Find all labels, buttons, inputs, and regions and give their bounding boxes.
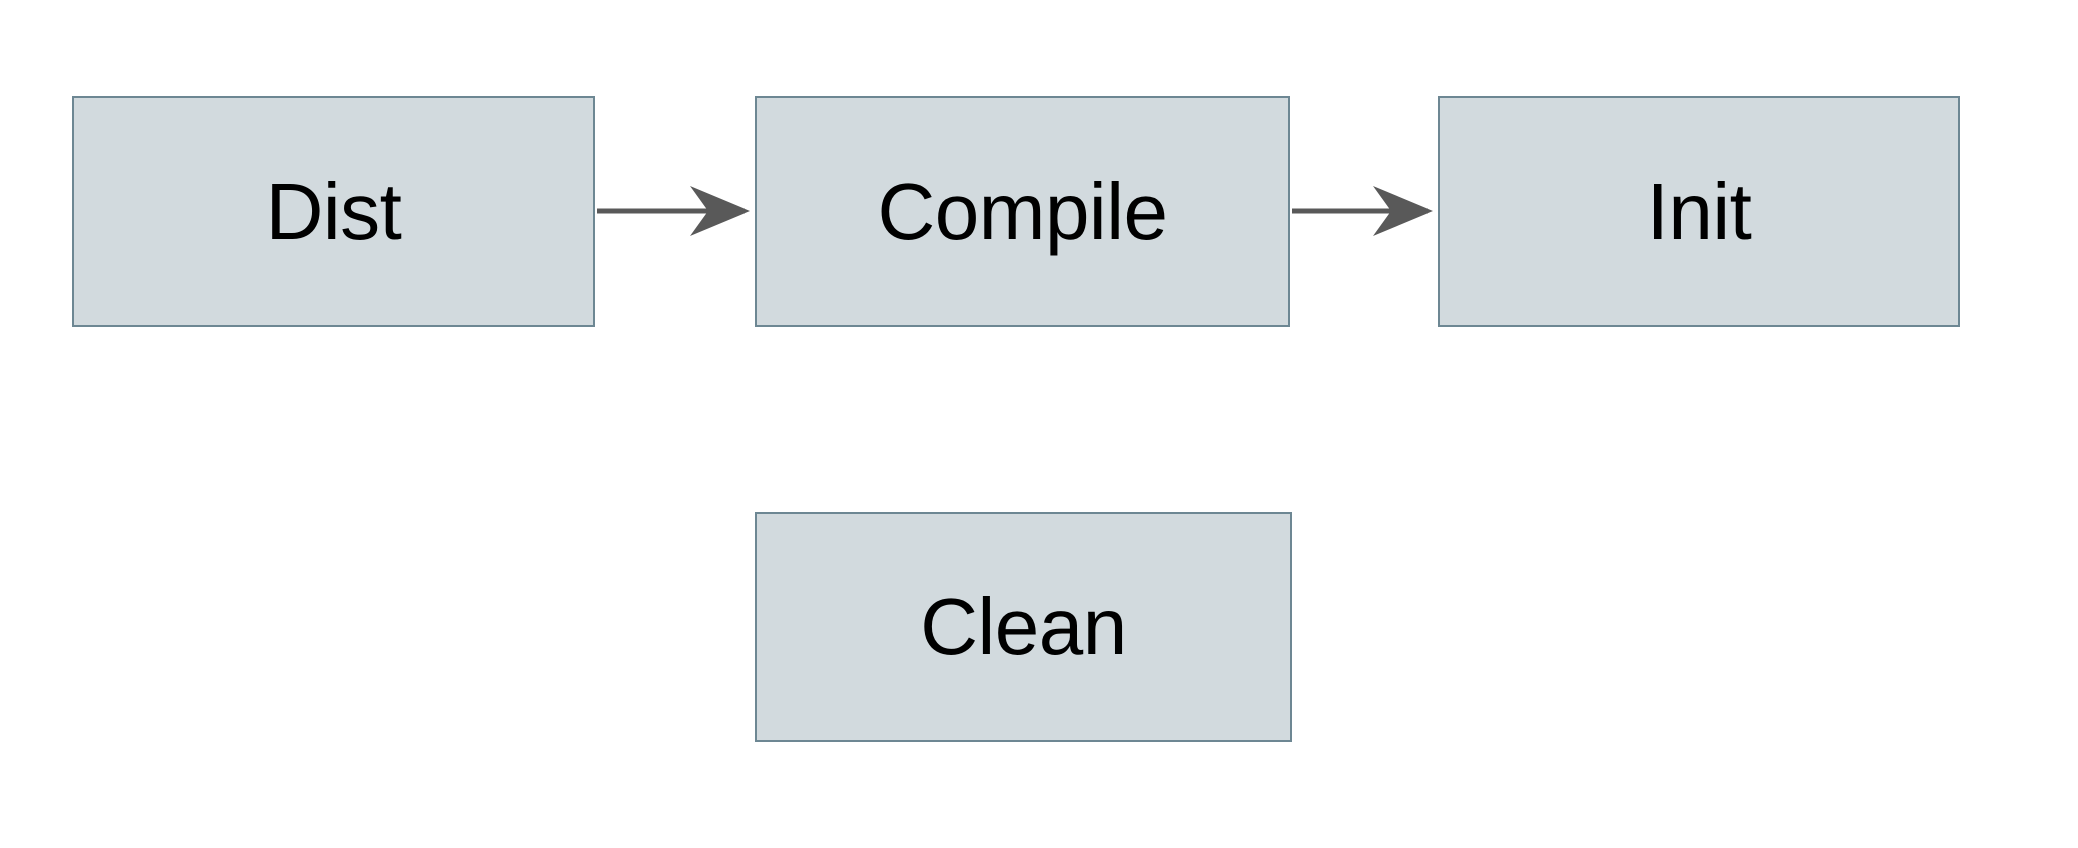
- node-dist-label: Dist: [265, 166, 402, 256]
- node-compile-label: Compile: [877, 166, 1168, 256]
- node-dist[interactable]: Dist: [72, 96, 595, 327]
- node-init[interactable]: Init: [1438, 96, 1960, 327]
- node-clean-label: Clean: [920, 582, 1127, 671]
- node-init-label: Init: [1646, 166, 1752, 256]
- node-compile[interactable]: Compile: [755, 96, 1290, 327]
- node-clean[interactable]: Clean: [755, 512, 1292, 742]
